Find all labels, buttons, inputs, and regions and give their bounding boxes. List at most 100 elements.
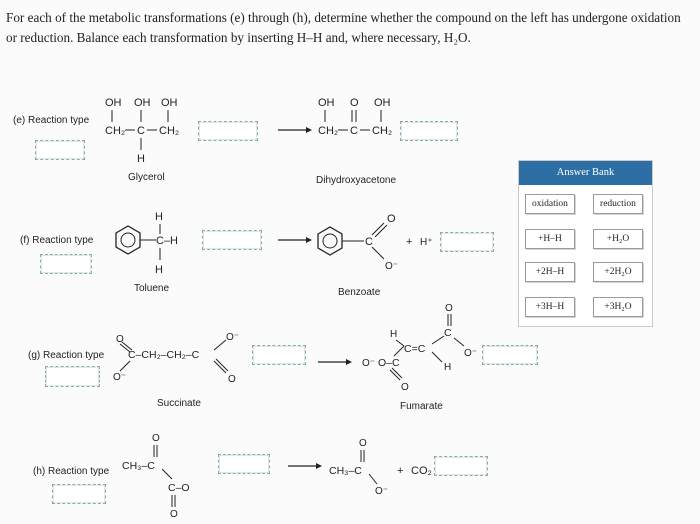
plus-sign: + <box>397 465 403 477</box>
benzoate-name: Benzoate <box>338 287 381 298</box>
atom-o-2: O <box>228 374 236 385</box>
aromatic-circle-icon <box>322 233 338 249</box>
atom-h-1: H <box>390 329 397 340</box>
dihydroxyacetone-name: Dihydroxyacetone <box>316 175 397 186</box>
bond <box>161 468 173 480</box>
atom-c-eq-c: C=C <box>404 343 426 355</box>
atom-h-top: H <box>155 211 163 223</box>
bond <box>215 358 229 372</box>
bond <box>374 224 388 238</box>
atom-o-minus: O⁻ <box>362 358 375 369</box>
atom-c-h: C–H <box>156 235 178 247</box>
succinate-structure: O C–CH₂–CH₂–C O⁻ O⁻ O <box>113 332 239 385</box>
toluene-structure: H C–H H <box>115 211 178 276</box>
reaction-g-left-drop[interactable] <box>252 345 306 365</box>
reaction-f-label: (f) Reaction type <box>20 235 94 246</box>
reaction-g-right-drop[interactable] <box>482 345 538 365</box>
reaction-f-type-drop[interactable] <box>40 254 92 274</box>
answer-chip-3h2o[interactable]: +3H₂O <box>593 297 643 317</box>
answer-chip-3h-h[interactable]: +3H–H <box>525 297 575 317</box>
atom-ch2-2: CH₂ <box>372 125 392 137</box>
atom-o: O <box>350 97 359 109</box>
instruction-line-1: For each of the metabolic transformation… <box>6 10 681 25</box>
atom-o-top: O <box>152 433 160 444</box>
reaction-f-right-drop[interactable] <box>440 232 494 252</box>
reaction-e-type-drop[interactable] <box>35 140 85 160</box>
benzoate-structure: C O O⁻ + H⁺ <box>317 213 433 272</box>
fumarate-name: Fumarate <box>400 401 443 412</box>
reaction-h-type-drop[interactable] <box>52 484 106 504</box>
benzene-ring-icon <box>317 226 343 256</box>
atom-o-minus: O⁻ <box>113 372 126 383</box>
bond <box>431 351 443 363</box>
bond <box>391 367 403 379</box>
atom-oh-2: OH <box>374 97 391 109</box>
atom-o: O <box>387 213 396 225</box>
toluene-name: Toluene <box>134 283 170 294</box>
reaction-g-type-drop[interactable] <box>45 366 100 387</box>
reaction-h-arrow-icon <box>288 463 322 469</box>
atom-c: C <box>365 236 373 248</box>
bond <box>368 473 378 485</box>
bond <box>121 341 133 351</box>
glycerol-structure: OH OH OH CH₂ C CH₂ H <box>105 97 179 165</box>
answer-chip-2h2o[interactable]: +2H₂O <box>593 262 643 282</box>
succinate-name: Succinate <box>157 398 201 409</box>
bond <box>119 343 131 353</box>
reaction-e-left-drop[interactable] <box>198 121 258 141</box>
bond <box>371 246 385 260</box>
atom-c: C <box>137 125 145 137</box>
dihydroxyacetone-structure: OH O OH CH₂ C CH₂ <box>318 97 392 137</box>
answer-bank-title: Answer Bank <box>519 161 652 185</box>
atom-co2: CO₂ <box>411 465 432 477</box>
fumarate-structure: O⁻ O–C H C=C H C O O⁻ O <box>362 303 477 393</box>
atom-o-bottom: O <box>170 509 178 520</box>
reaction-h-left-drop[interactable] <box>218 454 270 474</box>
atom-o-c: O–C <box>378 357 400 369</box>
bond <box>453 337 465 347</box>
answer-chip-h-h[interactable]: +H–H <box>525 229 575 249</box>
atom-ch2-2: CH₂ <box>159 125 179 137</box>
atom-oh-2: OH <box>134 97 151 109</box>
atom-h: H <box>137 153 145 165</box>
instructions: For each of the metabolic transformation… <box>6 8 696 48</box>
answer-chip-reduction[interactable]: reduction <box>593 194 643 214</box>
reaction-f-arrow-icon <box>278 237 312 243</box>
atom-c-o: C–O <box>168 482 190 494</box>
plus-sign: + <box>406 236 412 248</box>
answer-chip-oxidation[interactable]: oxidation <box>525 194 575 214</box>
glycerol-name: Glycerol <box>128 172 165 183</box>
atom-o-bottom: O <box>401 382 409 393</box>
instruction-line-2: or reduction. Balance each transformatio… <box>6 30 471 45</box>
answer-bank: Answer Bank oxidation reduction +H–H +H₂… <box>518 160 653 327</box>
reaction-g-label: (g) Reaction type <box>28 350 105 361</box>
reaction-f-left-drop[interactable] <box>202 230 262 250</box>
atom-o-top: O <box>445 303 453 314</box>
reaction-e-arrow-icon <box>278 127 312 133</box>
atom-o-minus-2: O⁻ <box>226 332 239 343</box>
atom-o-minus: O⁻ <box>375 486 388 497</box>
bond <box>371 222 385 236</box>
reaction-e-right-drop[interactable] <box>400 121 458 141</box>
bond <box>395 339 405 347</box>
atom-ch2-1: CH₂ <box>105 125 125 137</box>
bond <box>119 360 131 372</box>
atom-h-plus: H⁺ <box>420 237 433 248</box>
reaction-h-right-drop[interactable] <box>434 456 488 476</box>
acetate-structure: O CH₃–C O⁻ + CO₂ <box>329 438 432 497</box>
atom-oh-1: OH <box>318 97 335 109</box>
pyruvate-structure: O CH₃–C C–O O <box>122 433 190 520</box>
atom-o-top: O <box>359 438 367 449</box>
atom-ch3-c: CH₃–C <box>122 460 155 472</box>
atom-c: C <box>350 125 358 137</box>
aromatic-circle-icon <box>120 232 136 248</box>
atom-o: O <box>116 334 124 345</box>
atom-h-bottom: H <box>155 264 163 276</box>
bond <box>389 369 401 381</box>
answer-chip-2h-h[interactable]: +2H–H <box>525 262 575 282</box>
answer-chip-h2o[interactable]: +H₂O <box>593 229 643 249</box>
bond <box>213 360 227 374</box>
atom-h-2: H <box>444 362 451 373</box>
atom-chain: C–CH₂–CH₂–C <box>128 349 200 361</box>
reaction-g-arrow-icon <box>318 359 352 365</box>
